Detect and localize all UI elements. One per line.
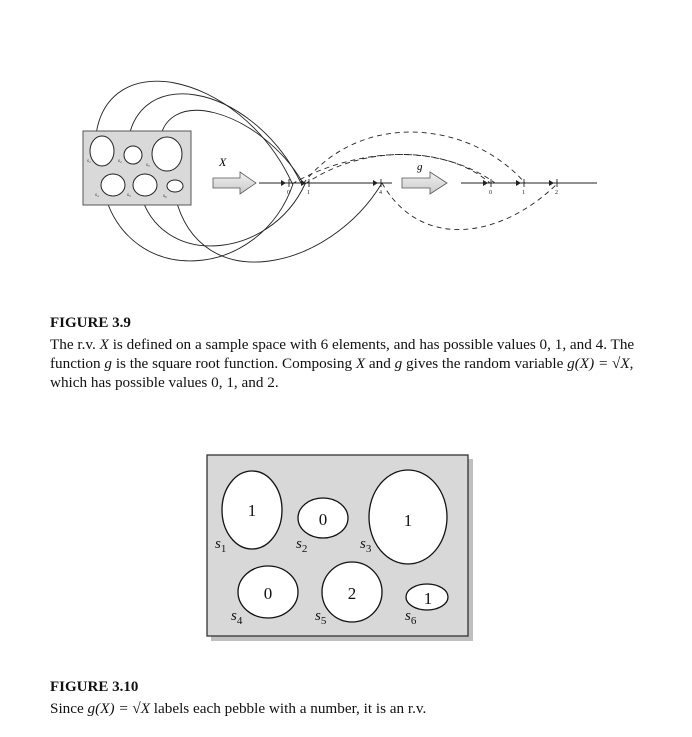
figure-3-10-diagram: 1 0 1 0 2 1 s1 s2 s3 s4 s5 s6 xyxy=(206,454,473,641)
svg-text:s₄: s₄ xyxy=(95,193,99,198)
x-arrow: X xyxy=(212,155,257,195)
tick-x-0: 0 xyxy=(287,190,290,196)
pebble-value-s1: 1 xyxy=(248,501,257,520)
pebble-label-s1: s1 xyxy=(215,536,226,555)
number-line-g xyxy=(461,179,597,187)
pebble-s6 xyxy=(405,583,449,611)
pebble-label-s5: s5 xyxy=(315,608,327,627)
pebble-s1 xyxy=(221,470,283,550)
svg-text:s₁: s₁ xyxy=(87,159,91,164)
number-line-x xyxy=(259,179,392,187)
svg-text:s₆: s₆ xyxy=(163,194,167,199)
pebble-value-s3: 1 xyxy=(404,511,413,530)
pebble-s5 xyxy=(321,561,383,623)
pebble-value-s4: 0 xyxy=(264,584,273,603)
figure-3-9-caption: FIGURE 3.9 The r.v. X is defined on a sa… xyxy=(50,315,650,392)
pebble-s3 xyxy=(368,469,448,565)
g-arrow-label: g xyxy=(417,161,423,173)
figure-3-9-diagram: s₁ s₂ s₃ s₄ s₅ s₆ X 0 1 4 g 0 1 xyxy=(82,80,597,263)
pebble-label-s2: s2 xyxy=(296,536,307,555)
svg-text:s₃: s₃ xyxy=(146,163,150,168)
x-arrow-label: X xyxy=(218,155,227,169)
figure-3-9-text: The r.v. X is defined on a sample space … xyxy=(50,336,635,391)
sqrt-expression: g(X) = √X xyxy=(567,355,630,372)
sqrt-expression: g(X) = √X xyxy=(87,700,150,717)
g-arrow: g xyxy=(401,161,448,195)
pebble-s2 xyxy=(297,497,349,539)
pebble-s6 xyxy=(166,179,184,193)
pebble-s5 xyxy=(132,173,158,197)
mapping-curves-x xyxy=(94,80,383,263)
tick-g-1: 1 xyxy=(522,190,525,196)
tick-g-2: 2 xyxy=(555,190,558,196)
pebble-label-s3: s3 xyxy=(360,536,372,555)
pebble-label-s6: s6 xyxy=(405,608,417,627)
svg-text:s₅: s₅ xyxy=(127,193,131,198)
pebble-s4 xyxy=(100,173,126,197)
tick-g-0: 0 xyxy=(489,190,492,196)
pebble-s3 xyxy=(151,136,183,172)
svg-text:s₂: s₂ xyxy=(118,159,122,164)
figure-3-10-title: FIGURE 3.10 xyxy=(50,679,139,695)
tick-x-4: 4 xyxy=(379,190,382,196)
pebble-s1 xyxy=(89,135,115,167)
sample-space-box: s₁ s₂ s₃ s₄ s₅ s₆ xyxy=(82,130,192,206)
mapping-curves-g xyxy=(291,131,559,230)
figure-3-10-text: Since g(X) = √X labels each pebble with … xyxy=(50,700,427,717)
pebble-value-s2: 0 xyxy=(319,510,328,529)
curve-arrowheads xyxy=(281,180,554,186)
pebble-label-s4: s4 xyxy=(231,608,243,627)
tick-x-1: 1 xyxy=(307,190,310,196)
pebble-s4 xyxy=(237,565,299,619)
figure-3-9-title: FIGURE 3.9 xyxy=(50,315,131,331)
figure-3-10-caption: FIGURE 3.10 Since g(X) = √X labels each … xyxy=(50,679,650,718)
pebble-s2 xyxy=(123,145,143,165)
pebble-value-s5: 2 xyxy=(348,584,357,603)
pebble-value-s6: 1 xyxy=(424,589,433,608)
